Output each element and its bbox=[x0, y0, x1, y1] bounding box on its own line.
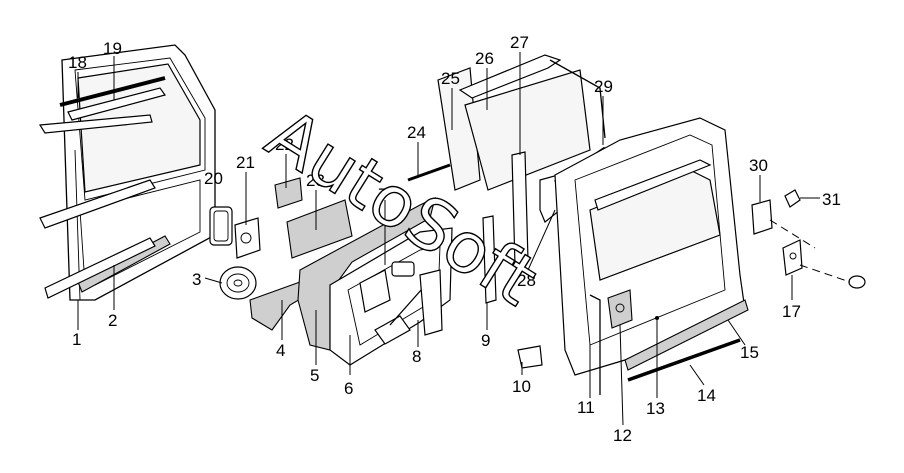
callout-8: 8 bbox=[412, 347, 421, 366]
callout-3: 3 bbox=[192, 270, 201, 289]
roof-rail-strip bbox=[59, 76, 166, 107]
callout-11: 11 bbox=[577, 398, 595, 417]
callout-18: 18 bbox=[68, 53, 87, 72]
rocker-molding bbox=[44, 237, 156, 299]
door-screw bbox=[655, 316, 659, 320]
callout-17: 17 bbox=[782, 302, 801, 321]
door-rocker-molding bbox=[627, 338, 741, 382]
door-hinge bbox=[517, 345, 543, 369]
lock-housing bbox=[234, 217, 261, 259]
callout-1: 1 bbox=[72, 330, 81, 349]
callout-23: 23 bbox=[306, 171, 325, 190]
callout-12: 12 bbox=[613, 426, 632, 445]
callout-25: 25 bbox=[441, 69, 460, 88]
callout-4: 4 bbox=[276, 341, 285, 360]
trim-cap bbox=[209, 206, 233, 246]
callout-19: 19 bbox=[103, 39, 122, 58]
callout-27: 27 bbox=[510, 33, 529, 52]
callout-24: 24 bbox=[407, 123, 426, 142]
callout-13: 13 bbox=[646, 399, 665, 418]
rear-channel bbox=[482, 215, 497, 304]
callout-28: 28 bbox=[517, 271, 536, 290]
belt-molding bbox=[39, 179, 156, 229]
callout-2: 2 bbox=[108, 311, 117, 330]
callout-9: 9 bbox=[481, 331, 490, 350]
weatherstrip bbox=[407, 163, 451, 182]
callout-31: 31 bbox=[822, 190, 841, 209]
door-lower-molding bbox=[624, 299, 749, 371]
window-regulator bbox=[374, 269, 443, 345]
glass-run-channel bbox=[458, 54, 562, 99]
door-strap bbox=[589, 294, 601, 395]
callout-29: 29 bbox=[594, 77, 613, 96]
striker-housing bbox=[751, 199, 773, 235]
division-channel bbox=[511, 151, 529, 266]
inner-latch bbox=[359, 269, 391, 313]
body-side-panel bbox=[61, 44, 216, 301]
callout-15: 15 bbox=[740, 343, 759, 362]
callout-20: 20 bbox=[204, 169, 223, 188]
callout-22: 22 bbox=[275, 135, 294, 154]
leader-lines bbox=[77, 52, 820, 426]
door-bumper bbox=[784, 189, 801, 208]
pull-cup bbox=[286, 199, 353, 259]
upper-molding bbox=[38, 114, 153, 134]
callout-7: 7 bbox=[378, 185, 387, 204]
callout-21: 21 bbox=[236, 153, 255, 172]
drip-molding bbox=[67, 87, 166, 121]
callout-10: 10 bbox=[512, 377, 531, 396]
trim-panel bbox=[297, 197, 436, 351]
window-crank bbox=[219, 266, 257, 300]
door-shell bbox=[554, 117, 746, 376]
callout-6: 6 bbox=[344, 379, 353, 398]
callout-26: 26 bbox=[475, 49, 494, 68]
callout-5: 5 bbox=[310, 366, 319, 385]
door-glass bbox=[464, 69, 591, 191]
handle-bezel bbox=[274, 177, 303, 209]
callout-30: 30 bbox=[749, 156, 768, 175]
access-plug bbox=[848, 275, 866, 289]
vent-window bbox=[437, 67, 481, 191]
callout-14: 14 bbox=[697, 386, 716, 405]
striker-plate bbox=[782, 239, 803, 276]
callout-labels: 1 2 3 4 5 6 7 8 9 10 11 12 13 14 15 17 1… bbox=[68, 33, 841, 445]
outside-handle bbox=[607, 289, 633, 329]
